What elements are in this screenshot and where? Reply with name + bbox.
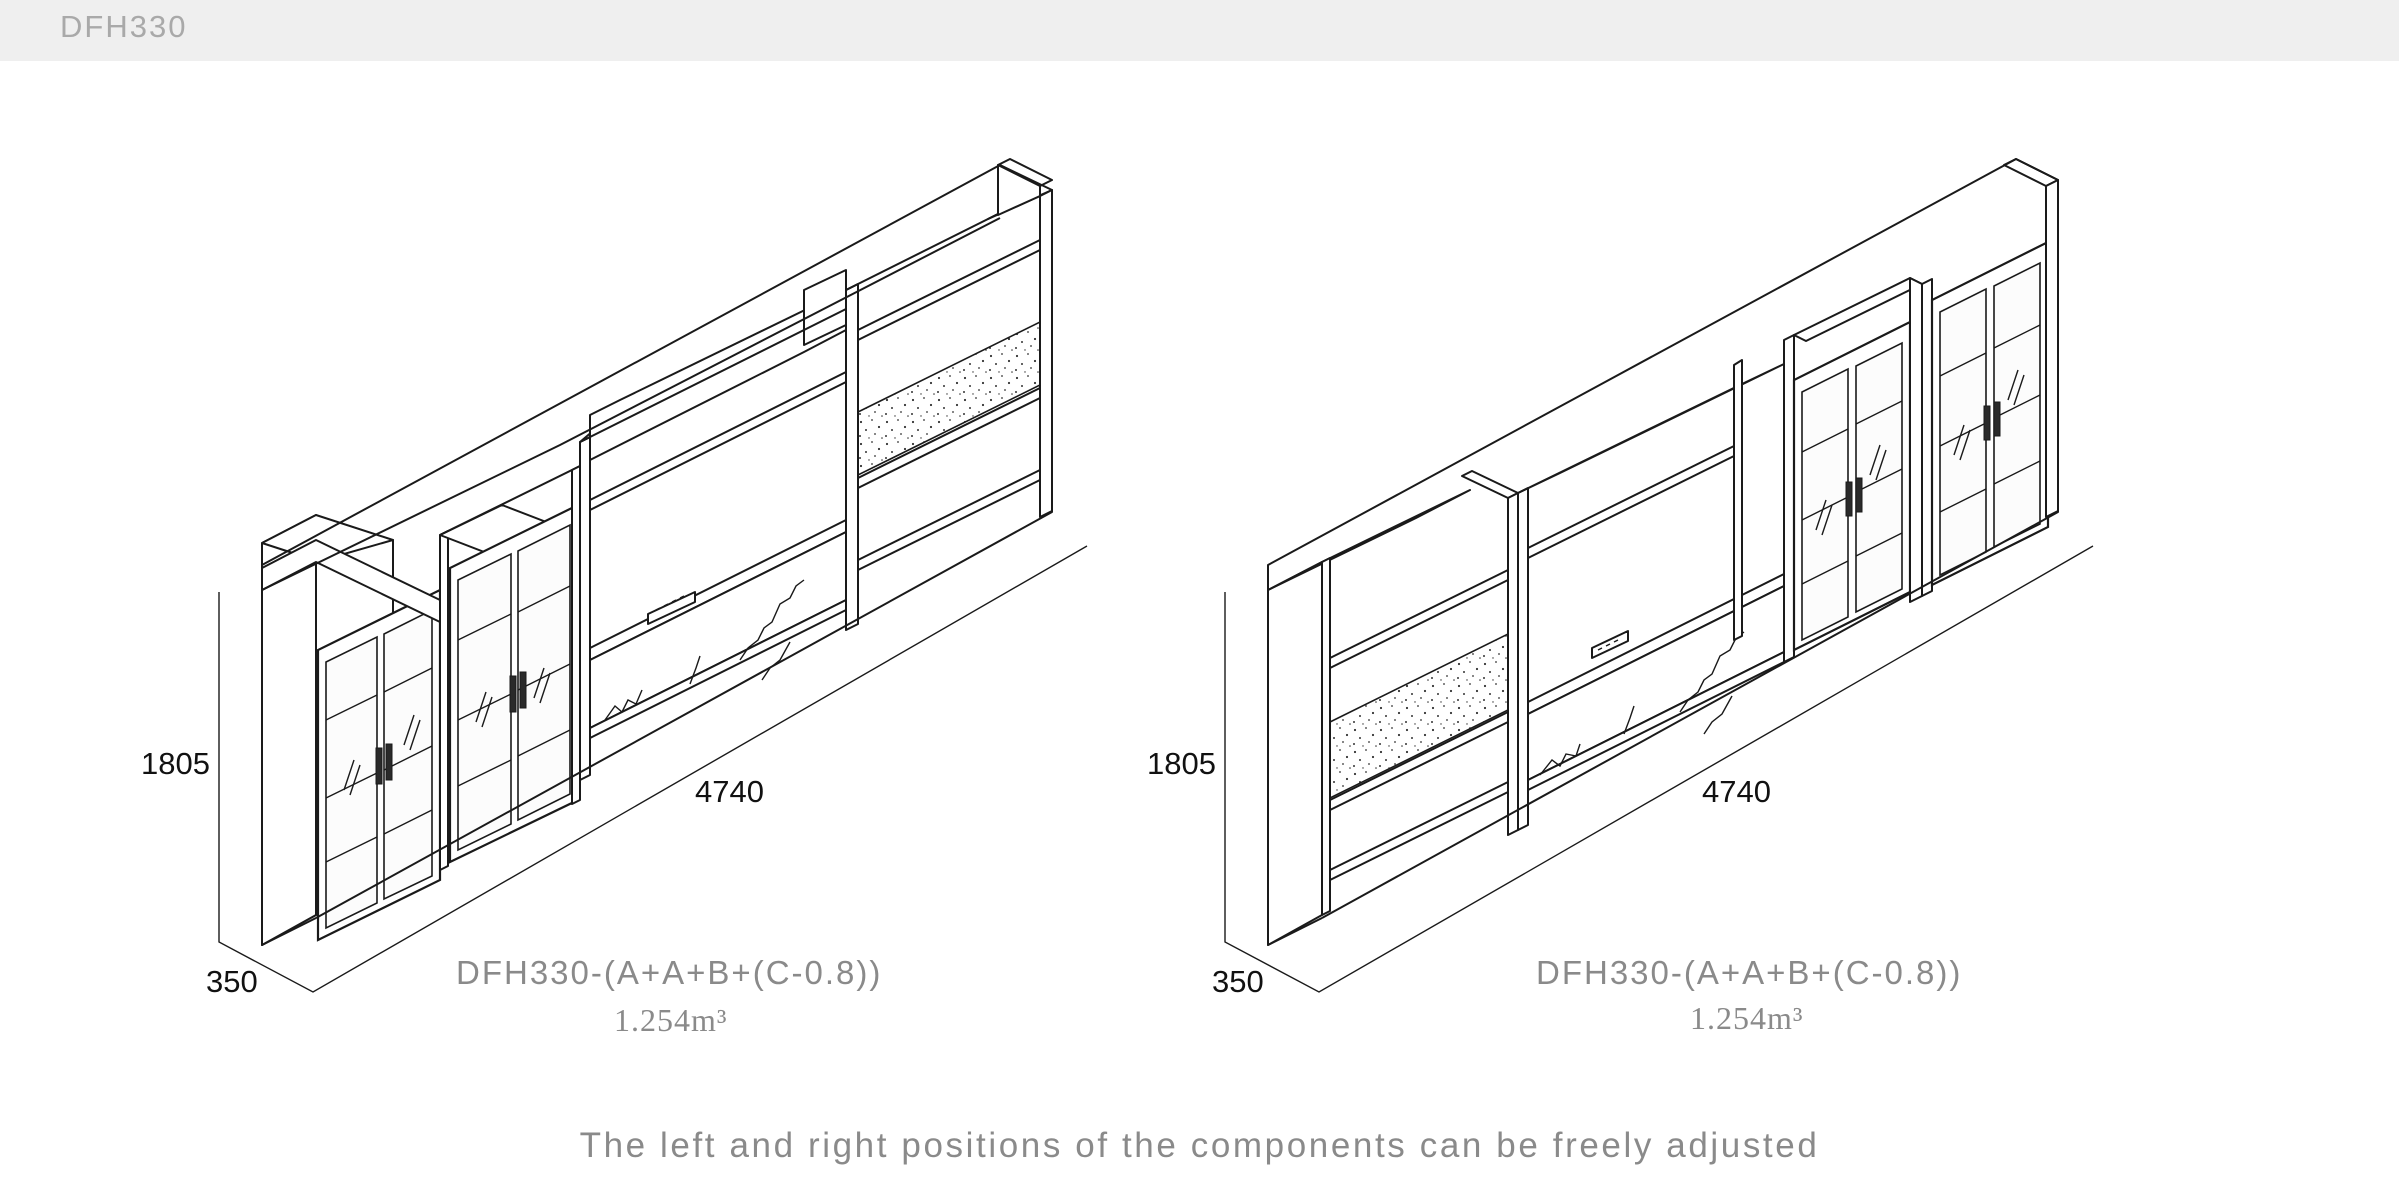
volume-left: 1.254m³ [614,1002,727,1038]
glass-door-cabinet-1 [261,514,442,946]
header-title: DFH330 [60,9,188,44]
cabinet-drawing-left [218,158,1088,993]
length-dimension-right: 4740 [1702,774,1771,809]
glass-door-cabinet-2 [1921,158,2059,597]
model-code-left: DFH330-(A+A+B+(C-0.8)) [456,954,882,991]
open-shelf-cabinet [1267,470,1519,946]
tv-cabinet [1517,359,1785,831]
tv-cabinet [579,269,847,781]
glass-door-cabinet-1 [1783,277,1923,663]
height-dimension-right: 1805 [1147,746,1216,781]
open-shelf-cabinet [845,158,1053,631]
dimension-lines [1224,545,2094,993]
model-code-right: DFH330-(A+A+B+(C-0.8)) [1536,954,1962,991]
footer-note: The left and right positions of the comp… [579,1126,1820,1165]
cabinet-drawing-right [1224,158,2094,993]
depth-dimension-left: 350 [206,964,258,999]
dimension-lines [218,545,1088,993]
glass-door-cabinet-2 [439,465,581,871]
volume-right: 1.254m³ [1690,1000,1803,1036]
height-dimension-left: 1805 [141,746,210,781]
header-bar: DFH330 [0,0,2399,61]
length-dimension-left: 4740 [695,774,764,809]
depth-dimension-right: 350 [1212,964,1264,999]
